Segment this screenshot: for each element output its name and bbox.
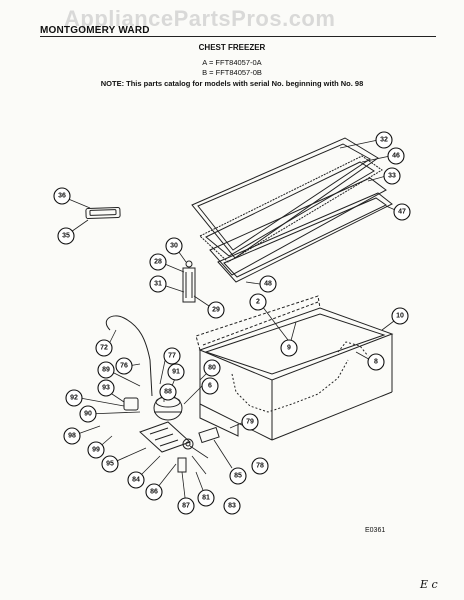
callout-87: 87 [177,497,195,515]
callout-36: 36 [53,187,71,205]
svg-text:98: 98 [68,433,76,440]
svg-text:86: 86 [150,489,158,496]
svg-text:47: 47 [398,209,406,216]
svg-text:78: 78 [256,463,264,470]
callout-83: 83 [223,497,241,515]
svg-text:32: 32 [380,137,388,144]
page-title: CHEST FREEZER [198,43,266,52]
callout-93: 93 [97,379,115,397]
callout-31: 31 [149,275,167,293]
model-a-label: A = FFT84057-0A [202,58,262,67]
svg-text:28: 28 [154,259,162,266]
lid-inner-panel [217,192,393,283]
callout-72: 72 [95,339,113,357]
callout-47: 47 [393,203,411,221]
header-rule [40,36,436,37]
callout-33: 33 [383,167,401,185]
model-b-label: B = FFT84057-0B [202,68,262,77]
callout-85: 85 [229,467,247,485]
callout-99: 99 [87,441,105,459]
svg-text:95: 95 [106,461,114,468]
callout-2: 2 [249,293,267,311]
cord-part [105,315,153,397]
callout-28: 28 [149,253,167,271]
svg-text:6: 6 [208,383,212,390]
callout-76: 76 [115,357,133,375]
callout-78: 78 [251,457,269,475]
callout-86: 86 [145,483,163,501]
callout-10: 10 [391,307,409,325]
svg-text:30: 30 [170,243,178,250]
callout-91: 91 [167,363,185,381]
svg-text:93: 93 [102,385,110,392]
callout-81: 81 [197,489,215,507]
lid-gasket [199,155,383,263]
svg-text:46: 46 [392,153,400,160]
callout-46: 46 [387,147,405,165]
svg-text:33: 33 [388,173,396,180]
callout-95: 95 [101,455,119,473]
callout-92: 92 [65,389,83,407]
hinge-part [182,260,196,303]
relay-part [123,397,139,411]
svg-text:81: 81 [202,495,210,502]
svg-text:84: 84 [132,477,140,484]
svg-text:90: 90 [84,411,92,418]
svg-text:48: 48 [264,281,272,288]
svg-text:89: 89 [102,367,110,374]
drain-bracket-part [177,426,220,473]
callout-80: 80 [203,359,221,377]
callout-88: 88 [159,383,177,401]
lid-outer-panel [191,137,379,259]
svg-text:77: 77 [168,353,176,360]
svg-text:2: 2 [256,299,260,306]
callout-89: 89 [97,361,115,379]
svg-text:88: 88 [164,389,172,396]
svg-text:80: 80 [208,365,216,372]
callout-48: 48 [259,275,277,293]
svg-text:9: 9 [287,345,291,352]
callout-30: 30 [165,237,183,255]
callout-79: 79 [241,413,259,431]
callout-84: 84 [127,471,145,489]
base-plate-part [139,421,191,453]
serial-note: NOTE: This parts catalog for models with… [100,79,364,88]
callout-29: 29 [207,301,225,319]
lid-liner [209,177,387,276]
svg-text:85: 85 [234,473,242,480]
svg-text:83: 83 [228,503,236,510]
svg-text:29: 29 [212,307,220,314]
svg-text:31: 31 [154,281,162,288]
svg-text:91: 91 [172,369,180,376]
svg-text:35: 35 [62,233,70,240]
callout-8: 8 [367,353,385,371]
cabinet-body [195,295,394,441]
brand-label: MONTGOMERY WARD [40,25,150,36]
callout-98: 98 [63,427,81,445]
callout-35: 35 [57,227,75,245]
diagram-code: E0361 [365,527,386,534]
svg-text:92: 92 [70,395,78,402]
svg-text:8: 8 [374,359,378,366]
callout-9: 9 [280,339,298,357]
watermark: AppliancePartsPros.com [64,6,336,31]
corner-mark: E c [420,578,438,591]
svg-text:99: 99 [92,447,100,454]
handle-part [85,206,121,220]
svg-text:10: 10 [396,313,404,320]
callout-6: 6 [201,377,219,395]
svg-text:36: 36 [58,193,66,200]
svg-text:72: 72 [100,345,108,352]
callout-77: 77 [163,347,181,365]
callout-32: 32 [375,131,393,149]
svg-text:79: 79 [246,419,254,426]
callout-90: 90 [79,405,97,423]
svg-text:76: 76 [120,363,128,370]
svg-text:87: 87 [182,503,190,510]
